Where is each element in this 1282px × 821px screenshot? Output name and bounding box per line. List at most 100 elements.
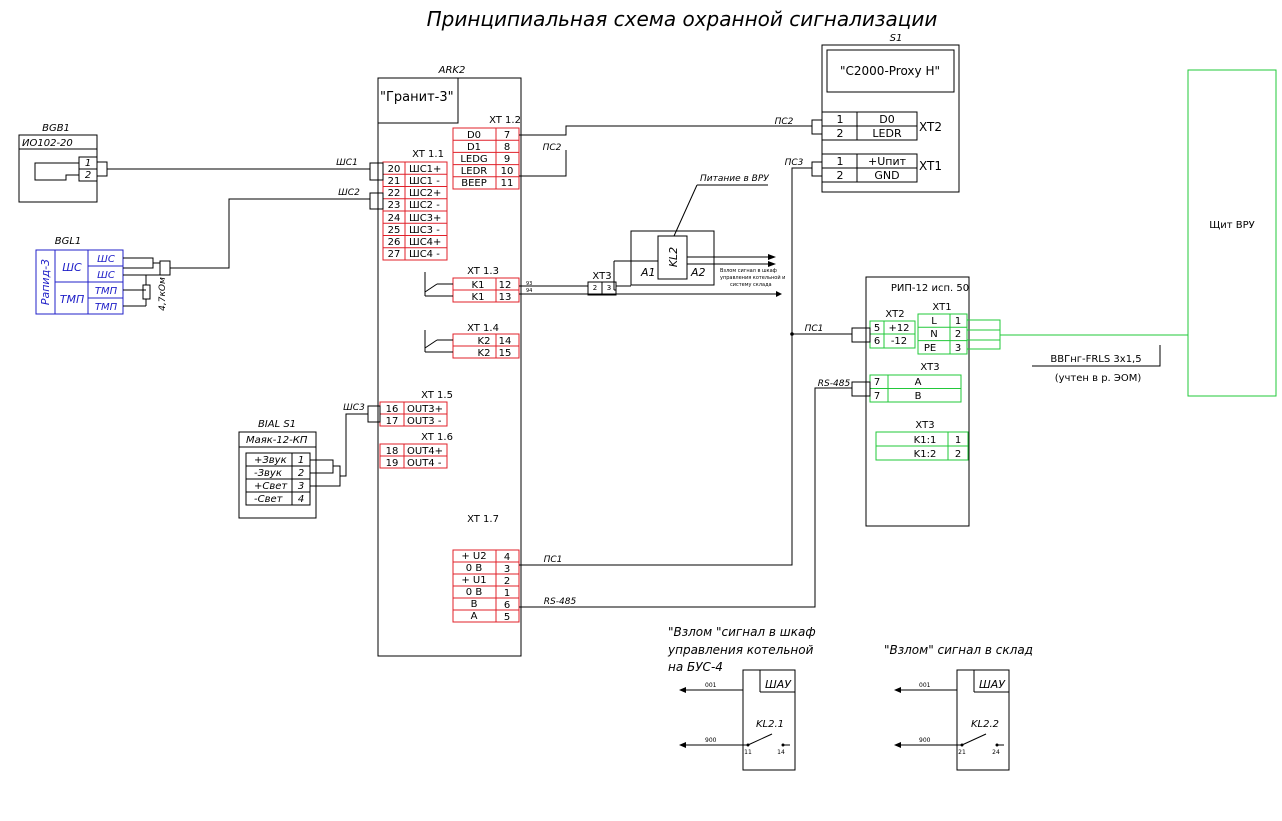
s1-ref: S1 <box>890 33 903 44</box>
xt11-signal: ШС3+ <box>409 213 441 224</box>
s1-xt2-sig-1: D0 <box>879 113 894 126</box>
xt17-pin: 1 <box>504 588 510 599</box>
k1-relay-contact <box>424 272 453 297</box>
shau-right-wire-1: 001 <box>919 682 931 689</box>
xt16-signal: OUT4 - <box>407 458 442 469</box>
xt16-terminal-block: 18 OUT4+ 19 OUT4 - <box>379 443 448 469</box>
xt14-signal: K2 <box>478 348 491 359</box>
xt11-signal: ШС4+ <box>409 237 441 248</box>
xt17-signal: A <box>471 611 478 622</box>
xt11-signal: ШС2 - <box>409 200 440 211</box>
shau-right-wire-2: 900 <box>919 737 931 744</box>
xt11-pin: 24 <box>388 213 401 224</box>
rip-xt3b-pin: 2 <box>955 449 961 460</box>
xt15-signal: OUT3 - <box>407 416 442 427</box>
xt13-pin: 13 <box>499 292 512 303</box>
k2-relay-contact <box>424 330 453 353</box>
xt17-signal: + U2 <box>461 551 486 562</box>
wire-label-ps1-right: ПС1 <box>805 324 824 334</box>
s1-xt1-sig-1: +Uпит <box>868 155 907 168</box>
xt16-pin: 19 <box>386 458 399 469</box>
shau-right-pin-1: 21 <box>958 749 966 756</box>
bgb1-ref: BGB1 <box>42 123 70 134</box>
s1-xt1-label: XT1 <box>919 159 942 173</box>
xt12-signal: D0 <box>467 130 481 141</box>
shau-left-caption-2: управления котельной <box>667 643 814 657</box>
xt17-pin: 6 <box>504 600 510 611</box>
xt11-signal: ШС4 - <box>409 249 440 260</box>
shau-boiler-block: "Взлом "сигнал в шкаф управления котельн… <box>667 625 816 771</box>
rip-xt3a-sig: A <box>915 377 922 388</box>
xt11-pin: 26 <box>388 237 401 248</box>
shau-left-pin-2: 14 <box>777 749 785 756</box>
xt13-signal: K1 <box>472 292 485 303</box>
arrow-right-icon <box>768 261 776 267</box>
rip-xt2-label: XT2 <box>885 309 904 320</box>
bials1-pin: 4 <box>298 494 304 505</box>
wire-label-ps3: ПС3 <box>785 158 804 168</box>
xt14-pin: 14 <box>499 336 512 347</box>
bials1-pin: 2 <box>298 468 304 479</box>
kl2-ref: KL2 <box>667 247 680 267</box>
xt12-pin: 9 <box>504 154 510 165</box>
bials1-signal: +Свет <box>254 481 288 492</box>
xt12-terminal-block: D0 7 D1 8 LEDG 9 LEDR 10 BEEP 11 <box>452 127 520 190</box>
xt17-pin: 2 <box>504 576 510 587</box>
ark2-ref: ARK2 <box>438 65 466 76</box>
xt11-pin: 21 <box>388 176 401 187</box>
shau-right-relay: KL2.2 <box>971 719 999 730</box>
xt11-pin: 27 <box>388 249 401 260</box>
shau-warehouse-block: "Взлом" сигнал в склад ШАУ KL2.2 001 900… <box>884 643 1033 771</box>
xt17-pin: 4 <box>504 552 510 563</box>
xt15-signal: OUT3+ <box>407 404 443 415</box>
xt14-label: XT 1.4 <box>467 323 499 334</box>
rip-xt1-sig: N <box>930 329 937 340</box>
s1-xt2-label: XT2 <box>919 120 942 134</box>
rip-xt2-sig: -12 <box>891 336 907 347</box>
vru-label: Щит ВРУ <box>1209 220 1254 231</box>
bials1-sounder: BIAL S1 Маяк-12-КП +Звук 1 -Звук 2 +Свет… <box>238 419 341 519</box>
rip-xt2-pin: 6 <box>874 336 880 347</box>
shau-left-wire-1: 001 <box>705 682 717 689</box>
bials1-ref: BIAL S1 <box>258 419 296 430</box>
rip-xt3a-pin: 7 <box>874 377 880 388</box>
rip-xt3a-label: XT3 <box>920 362 939 373</box>
xt16-label: XT 1.6 <box>421 432 453 443</box>
rip-xt3b-label: XT3 <box>915 420 934 431</box>
resistor-icon <box>142 275 151 306</box>
xt11-pin: 25 <box>388 225 401 236</box>
wire-label-shs2: ШС2 <box>338 188 360 198</box>
rip12-power-supply: РИП-12 исп. 50 XT2 5 +12 6 -12 XT1 L 1 N… <box>865 276 970 527</box>
xt17-signal: B <box>471 599 478 610</box>
arrow-left-icon <box>679 742 686 748</box>
arrow-right-icon <box>768 254 776 260</box>
arrow-left-icon <box>679 687 686 693</box>
s1-xt1-sig-2: GND <box>874 169 899 182</box>
xt17-label: XT 1.7 <box>467 514 499 525</box>
rip-xt3b-sig: K1:2 <box>914 449 937 460</box>
kl2-a1: A1 <box>640 266 656 279</box>
s1-proxy-block: S1 "С2000-Proxy H" 1 D0 2 LEDR XT2 1 +Uп… <box>821 33 960 193</box>
kl2-power-label: Питание в ВРУ <box>700 174 769 184</box>
bgl1-pin: ШС <box>97 270 115 281</box>
s1-xt1-pin-1: 1 <box>837 155 844 168</box>
bgl1-model: Рапид-3 <box>39 259 52 305</box>
xt12-pin: 8 <box>504 142 510 153</box>
xt17-signal: + U1 <box>461 575 486 586</box>
xt11-terminal-block: 20 ШС1+ 21 ШС1 - 22 ШС2+ 23 ШС2 - 24 ШС3… <box>382 161 448 261</box>
xt17-pin: 5 <box>504 612 510 623</box>
xt17-signal: 0 В <box>466 563 483 574</box>
wiring: ШС1 ШС2 ШС3 ПС2 ПС2 ПС3 ПС1 ПС1 RS-485 R… <box>107 117 871 608</box>
xt12-pin: 11 <box>501 178 514 189</box>
xt11-signal: ШС1 - <box>409 176 440 187</box>
xt16-signal: OUT4+ <box>407 446 443 457</box>
xt11-signal: ШС2+ <box>409 188 441 199</box>
xt17-pin: 3 <box>504 564 510 575</box>
rip-xt3b-sig: K1:1 <box>914 435 937 446</box>
s1-device-name: "С2000-Proxy H" <box>840 64 940 78</box>
xt15-pin: 17 <box>386 416 399 427</box>
rip-xt1-pin: 3 <box>955 343 961 354</box>
junction-dot <box>790 332 794 336</box>
bials1-signal: -Звук <box>254 468 282 479</box>
